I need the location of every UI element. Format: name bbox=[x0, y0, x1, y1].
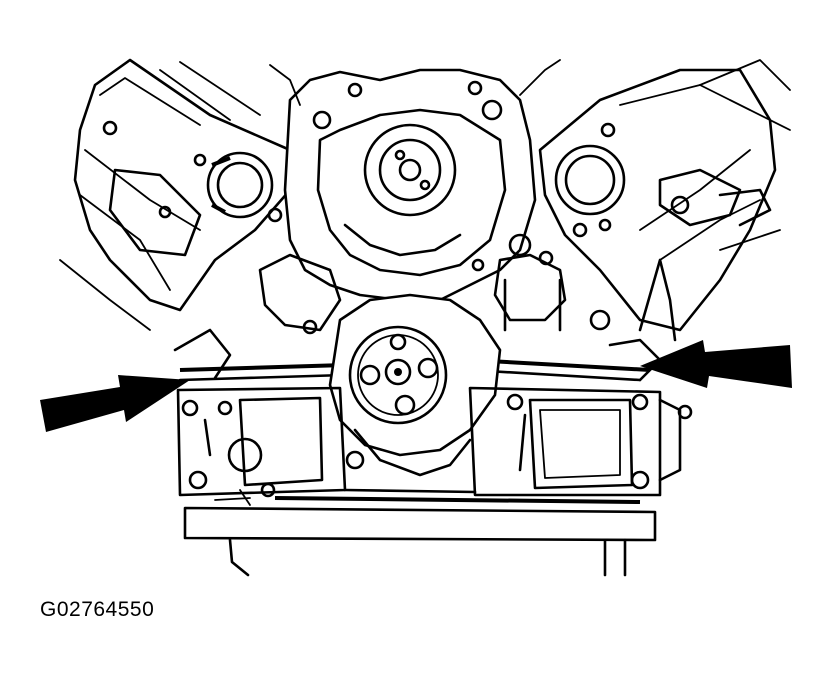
oil-pump bbox=[328, 293, 502, 477]
front-cover-web bbox=[258, 233, 611, 335]
oil-pan-rail bbox=[183, 496, 657, 577]
right-camshaft-boss bbox=[554, 144, 626, 216]
right-cylinder-bank bbox=[538, 59, 791, 342]
left-cylinder-bank bbox=[59, 58, 292, 331]
center-sprocket bbox=[343, 123, 462, 257]
figure-id-label: G02764550 bbox=[40, 598, 155, 621]
left-camshaft-boss bbox=[206, 151, 274, 219]
engine-front-diagram bbox=[40, 58, 792, 577]
arrow-right-icon bbox=[40, 375, 190, 432]
arrow-left-icon bbox=[640, 340, 792, 388]
lower-front-cover bbox=[176, 386, 693, 506]
